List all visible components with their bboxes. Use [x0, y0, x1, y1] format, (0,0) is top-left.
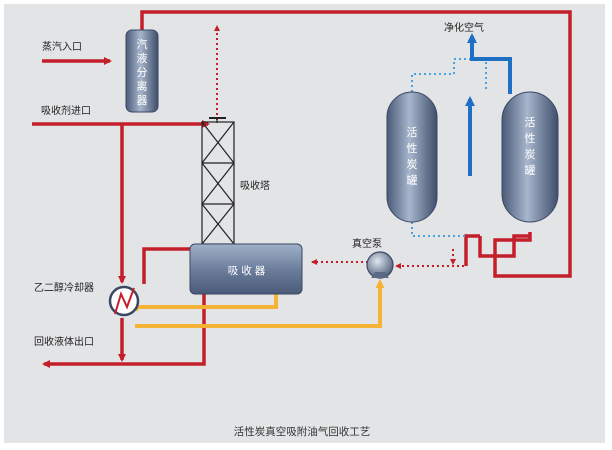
orange-pipelines: [129, 279, 385, 328]
carbon-tank-right: 活 性 炭 罐: [501, 91, 559, 223]
process-diagram: 汽 液 分 离 器 活 性 炭 罐 活 性 炭 罐 吸收器 蒸汽入口 吸收剂进口…: [32, 10, 572, 438]
separator-char-3: 离: [137, 79, 148, 93]
separator-body: [125, 29, 159, 113]
absorption-tower-label: 吸收塔: [240, 179, 270, 192]
recovered-liquid-outlet-label: 回收液体出口: [34, 335, 94, 348]
steam-inlet-label: 蒸汽入口: [42, 40, 82, 53]
vacuum-pump: [366, 251, 394, 279]
right-tank-char-1: 性: [525, 131, 536, 145]
absorbent-inlet-label: 吸收剂进口: [41, 104, 91, 117]
carbon-tank-right-body: [501, 91, 559, 223]
separator-char-4: 器: [137, 94, 148, 107]
blue-pipelines: [411, 33, 512, 237]
left-tank-char-3: 罐: [407, 174, 418, 187]
outlet-line: [42, 294, 206, 368]
red-dotted-flows: [214, 25, 464, 269]
separator-vessel: 汽 液 分 离 器: [125, 29, 159, 113]
vacuum-pump-label: 真空泵: [352, 237, 382, 250]
glycol-cooler: [108, 285, 140, 317]
carbon-tank-left: 活 性 炭 罐: [386, 91, 438, 223]
absorber-label: 吸收器: [228, 264, 269, 277]
absorption-tower: [201, 117, 235, 245]
glycol-cooler-label: 乙二醇冷却器: [34, 281, 94, 294]
cooler-coil-icon: [114, 287, 135, 315]
separator-char-2: 分: [137, 66, 148, 79]
left-tank-char-0: 活: [407, 126, 418, 139]
separator-char-1: 液: [137, 51, 148, 65]
right-tank-char-3: 罐: [525, 164, 536, 177]
dotted-blue-bottom: [411, 222, 466, 237]
diagram-caption: 活性炭真空吸附油气回收工艺: [234, 425, 371, 438]
dotted-blue-top: [411, 58, 487, 92]
absorber-vessel: 吸收器: [189, 243, 303, 295]
left-tank-char-1: 性: [407, 141, 418, 155]
clean-air-label: 净化空气: [444, 21, 484, 34]
right-tank-char-2: 炭: [525, 148, 536, 161]
manifold-right: [478, 234, 530, 258]
absorber-body: [189, 243, 303, 295]
left-tank-char-2: 炭: [407, 158, 418, 171]
separator-char-0: 汽: [137, 37, 148, 51]
red-pipelines: [32, 10, 572, 368]
absorber-return-line: [129, 292, 278, 312]
clean-air-line: [467, 33, 512, 94]
pump-feed-line: [135, 279, 385, 328]
vacuum-pump-base: [371, 272, 389, 278]
manifold-left: [464, 234, 480, 266]
top-loop-line: [140, 10, 572, 278]
diagram-canvas: 汽 液 分 离 器 活 性 炭 罐 活 性 炭 罐 吸收器 蒸汽入口 吸收剂进口…: [4, 4, 605, 443]
absorber-cooler-line: [142, 247, 200, 284]
carbon-tank-left-body: [386, 91, 438, 223]
right-tank-char-0: 活: [525, 116, 536, 129]
